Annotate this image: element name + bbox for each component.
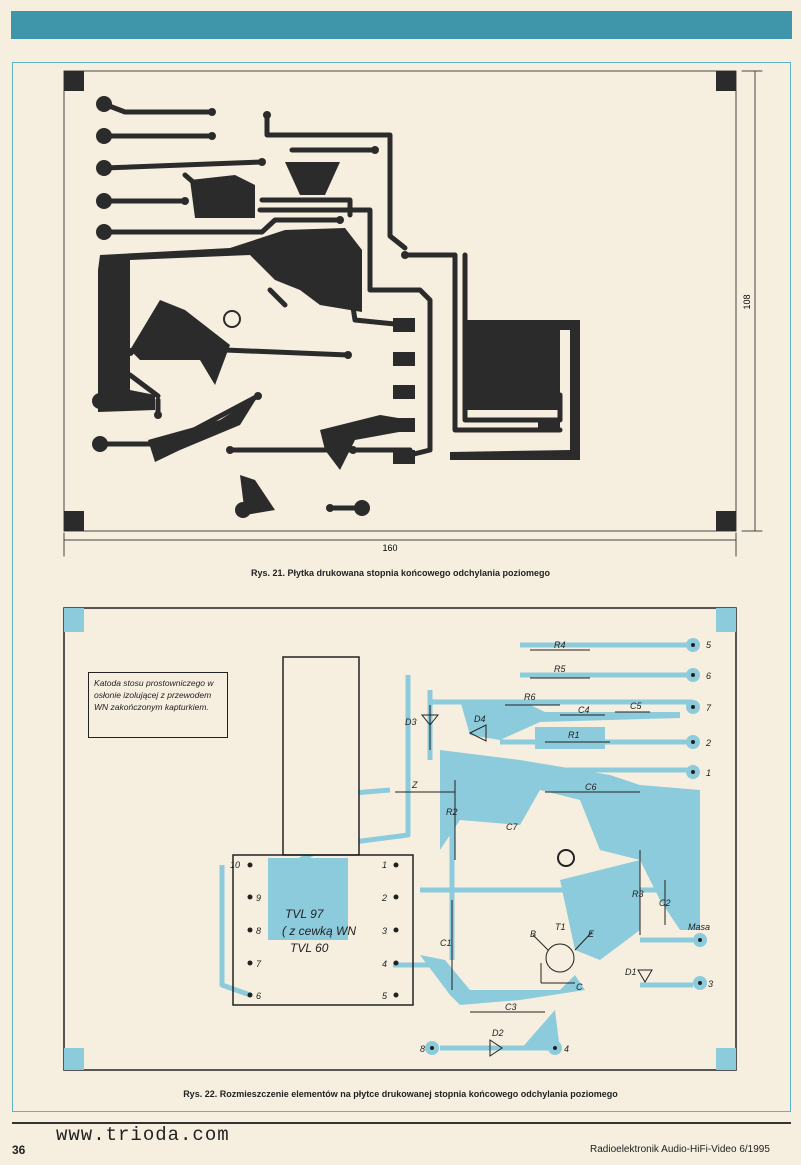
connector-7: 7 bbox=[706, 703, 712, 713]
label-r4: R4 bbox=[554, 640, 566, 650]
label-c2: C2 bbox=[659, 898, 671, 908]
pin-10: 10 bbox=[230, 860, 240, 870]
connector-5: 5 bbox=[706, 640, 712, 650]
footer-rule bbox=[12, 1122, 791, 1124]
label-z: Z bbox=[411, 780, 418, 790]
label-d2: D2 bbox=[492, 1028, 504, 1038]
pin-3: 3 bbox=[382, 926, 387, 936]
label-r6: R6 bbox=[524, 692, 536, 702]
pin-1: 1 bbox=[382, 860, 387, 870]
pin-6: 6 bbox=[256, 991, 261, 1001]
transformer-label-1: TVL 97 bbox=[285, 907, 325, 921]
transformer-label-2: ( z cewką WN bbox=[282, 924, 356, 938]
connector-8: 8 bbox=[420, 1044, 425, 1054]
cathode-note: Katoda stosu prostowniczego w osłonie iz… bbox=[88, 672, 228, 738]
label-b: B bbox=[530, 929, 536, 939]
label-r5: R5 bbox=[554, 664, 566, 674]
figure-22-caption: Rys. 22. Rozmieszczenie elementów na pły… bbox=[183, 1089, 618, 1099]
label-d3: D3 bbox=[405, 717, 417, 727]
header-bar bbox=[11, 11, 792, 39]
label-t1: T1 bbox=[555, 922, 566, 932]
label-c7: C7 bbox=[506, 822, 518, 832]
label-c6: C6 bbox=[585, 782, 597, 792]
label-c1: C1 bbox=[440, 938, 452, 948]
page-frame bbox=[12, 62, 791, 1112]
label-r1: R1 bbox=[568, 730, 580, 740]
connector-1: 1 bbox=[706, 768, 711, 778]
figure-21-caption: Rys. 21. Płytka drukowana stopnia końcow… bbox=[250, 568, 551, 578]
pin-5: 5 bbox=[382, 991, 388, 1001]
connector-3: 3 bbox=[708, 979, 713, 989]
label-c: C bbox=[576, 982, 583, 992]
label-c4: C4 bbox=[578, 705, 590, 715]
label-c5: C5 bbox=[630, 701, 642, 711]
label-r3: R3 bbox=[632, 889, 644, 899]
transformer-label-3: TVL 60 bbox=[290, 941, 329, 955]
pin-7: 7 bbox=[256, 959, 262, 969]
height-dimension: 108 bbox=[742, 294, 752, 309]
width-dimension: 160 bbox=[382, 543, 397, 553]
pin-2: 2 bbox=[381, 893, 387, 903]
pin-9: 9 bbox=[256, 893, 261, 903]
label-d1: D1 bbox=[625, 967, 637, 977]
connector-masa: Masa bbox=[688, 922, 710, 932]
label-c3: C3 bbox=[505, 1002, 517, 1012]
page-number: 36 bbox=[12, 1143, 26, 1157]
connector-2: 2 bbox=[705, 738, 711, 748]
pin-4: 4 bbox=[382, 959, 387, 969]
label-r2: R2 bbox=[446, 807, 458, 817]
label-d4: D4 bbox=[474, 714, 486, 724]
website-url: www.trioda.com bbox=[56, 1124, 230, 1146]
magazine-issue: Radioelektronik Audio-HiFi-Video 6/1995 bbox=[590, 1144, 770, 1155]
pcb-layout-figure: 160 108 bbox=[63, 70, 763, 557]
label-e: E bbox=[588, 929, 595, 939]
component-layout-figure: 10 9 8 7 6 1 2 3 4 5 TVL 97 ( z cewką WN… bbox=[63, 607, 737, 1071]
connector-4: 4 bbox=[564, 1044, 569, 1054]
pin-8: 8 bbox=[256, 926, 261, 936]
connector-6: 6 bbox=[706, 671, 711, 681]
